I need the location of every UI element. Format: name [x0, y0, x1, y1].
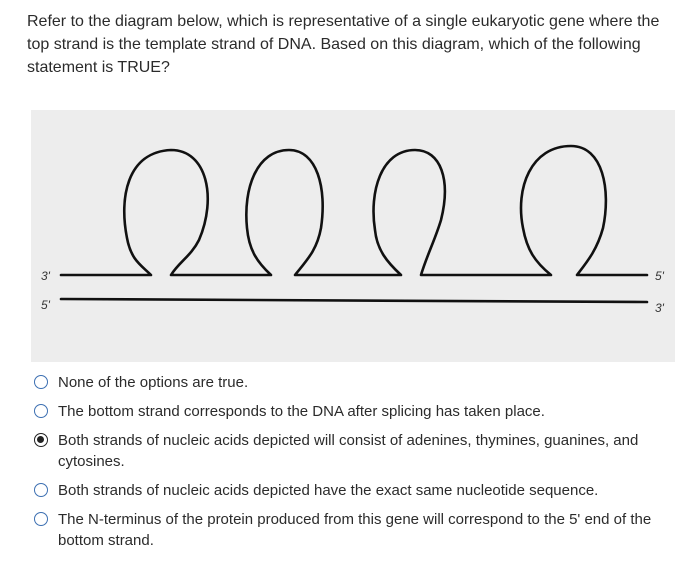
top-strand-5prime-label: 5': [655, 269, 665, 283]
option-bottom-strand-spliced[interactable]: The bottom strand corresponds to the DNA…: [34, 401, 674, 422]
option-label: The N-terminus of the protein produced f…: [58, 511, 652, 549]
option-label: The bottom strand corresponds to the DNA…: [58, 403, 545, 420]
top-strand-with-intron-loops: [59, 144, 649, 277]
option-label: Both strands of nucleic acids depicted w…: [58, 432, 639, 470]
option-atgc-bases[interactable]: Both strands of nucleic acids depicted w…: [34, 430, 674, 472]
radio-button-icon[interactable]: [34, 404, 48, 418]
option-same-sequence[interactable]: Both strands of nucleic acids depicted h…: [34, 480, 674, 501]
radio-button-icon[interactable]: [34, 483, 48, 497]
bottom-strand: [59, 297, 649, 304]
option-label: None of the options are true.: [58, 374, 249, 391]
gene-diagram-svg: 3' 5' 5' 3': [41, 144, 665, 315]
option-none-true[interactable]: None of the options are true.: [34, 372, 674, 393]
gene-diagram: 3' 5' 5' 3': [31, 110, 675, 362]
radio-button-selected-icon[interactable]: [34, 433, 48, 447]
answer-options: None of the options are true. The bottom…: [34, 372, 674, 559]
radio-button-icon[interactable]: [34, 375, 48, 389]
radio-button-icon[interactable]: [34, 512, 48, 526]
option-label: Both strands of nucleic acids depicted h…: [58, 482, 599, 499]
option-n-terminus[interactable]: The N-terminus of the protein produced f…: [34, 509, 674, 551]
top-strand-3prime-label: 3': [41, 269, 51, 283]
bottom-strand-3prime-label: 3': [655, 301, 665, 315]
bottom-strand-5prime-label: 5': [41, 298, 51, 312]
question-text: Refer to the diagram below, which is rep…: [27, 13, 660, 76]
